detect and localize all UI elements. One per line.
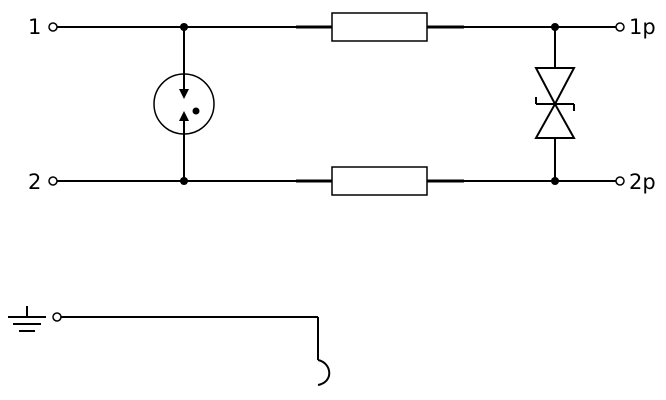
ground-terminal: [52, 312, 62, 322]
terminal-1p: [615, 22, 625, 32]
ground-icon: [8, 306, 46, 332]
terminal-1: [48, 22, 58, 32]
resistor-bottom-icon: [331, 166, 428, 196]
ground-wire: [61, 316, 331, 386]
gas-discharge-tube-icon: [153, 27, 215, 181]
resistor-top-icon: [331, 12, 428, 42]
terminal-2p-label: 2p: [629, 170, 656, 194]
junction-dot: [551, 23, 559, 31]
terminal-2: [48, 176, 58, 186]
terminal-2-label: 2: [28, 170, 41, 194]
junction-dot: [551, 177, 559, 185]
junction-dot: [180, 177, 188, 185]
terminal-1-label: 1: [28, 15, 41, 39]
junction-dot: [180, 23, 188, 31]
terminal-2p: [615, 176, 625, 186]
terminal-1p-label: 1p: [629, 15, 656, 39]
bidirectional-tvs-diode-icon: [534, 27, 576, 181]
